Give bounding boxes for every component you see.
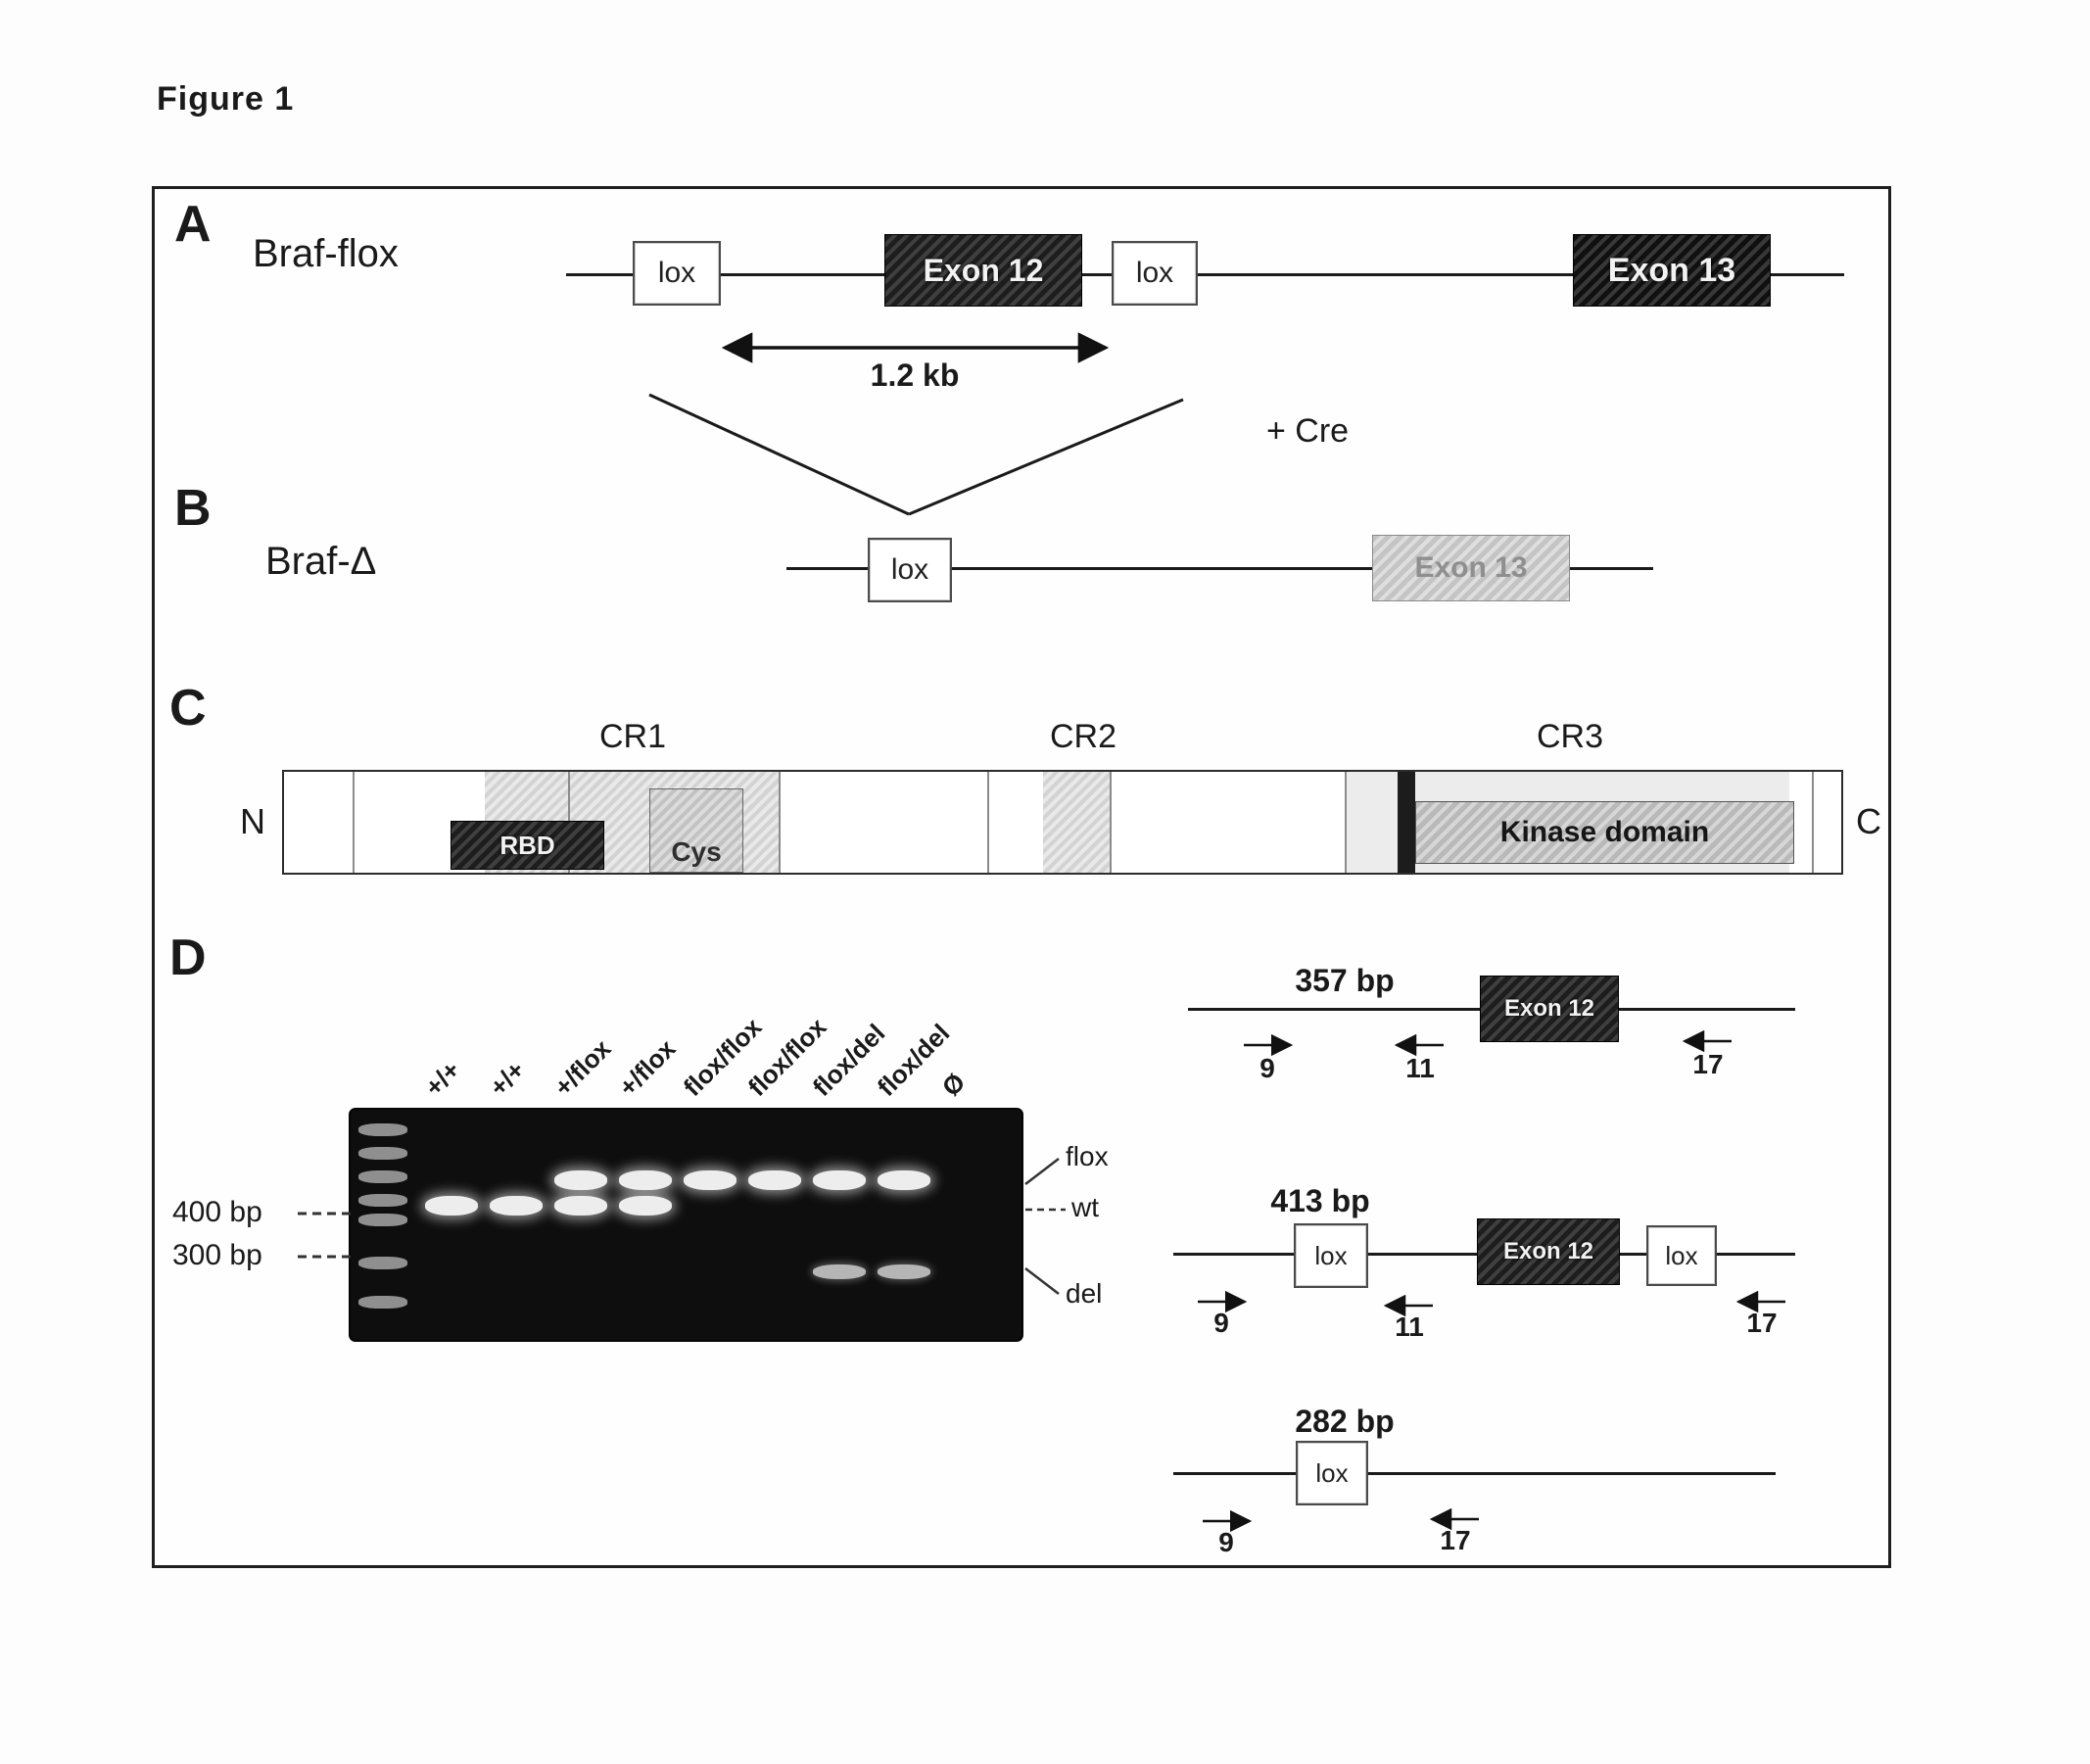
pcr3-size-label: 282 bp <box>1295 1404 1395 1439</box>
gene-line-a <box>566 273 1844 276</box>
cr3-dark-stripe <box>1398 772 1415 873</box>
primer-9-label: 9 <box>1259 1053 1275 1083</box>
pcr2-exon-box: Exon 12 <box>1477 1218 1620 1285</box>
cr2-label: CR2 <box>1049 718 1117 755</box>
panel-a-label: A <box>174 196 212 253</box>
flox-pointer-line <box>1024 1158 1060 1185</box>
ladder-band <box>358 1194 407 1207</box>
ladder-band <box>358 1123 407 1136</box>
figure-title: Figure 1 <box>157 80 295 118</box>
rbd-domain: RBD <box>451 821 604 870</box>
segment-divider <box>1812 772 1814 873</box>
primer-9-label: 9 <box>1218 1527 1234 1557</box>
gel-band-wt <box>490 1196 543 1216</box>
pcr1-size-label: 357 bp <box>1295 963 1395 998</box>
gel-band-flox <box>813 1170 866 1190</box>
cr1-label: CR1 <box>598 718 667 755</box>
lox-site-right: lox <box>1112 241 1198 306</box>
gel-lane-label: +/+ <box>418 1055 466 1102</box>
segment-divider <box>779 772 781 873</box>
gel-lane-label: +/+ <box>483 1055 531 1102</box>
cr3-label: CR3 <box>1536 718 1604 755</box>
ladder-band <box>358 1214 407 1226</box>
gel-band-del <box>813 1264 866 1279</box>
cre-excision-line-left <box>648 393 910 516</box>
panel-d-label: D <box>169 930 207 986</box>
n-terminus-label: N <box>240 801 265 841</box>
braf-flox-name: Braf-flox <box>253 232 399 275</box>
primer-11-label: 11 <box>1395 1311 1424 1342</box>
del-band-label: del <box>1066 1278 1103 1309</box>
segment-divider <box>987 772 989 873</box>
ladder-band <box>358 1257 407 1269</box>
gel-band-wt <box>425 1196 478 1216</box>
gel-lane-label: flox/del <box>871 1018 956 1102</box>
kinase-domain: Kinase domain <box>1415 801 1794 864</box>
gel-band-flox <box>748 1170 801 1190</box>
primer-17-label: 17 <box>1440 1525 1471 1555</box>
ladder-band <box>358 1147 407 1160</box>
primer-11-label: 11 <box>1405 1053 1435 1083</box>
gel-band-flox <box>684 1170 736 1190</box>
primer-9-label: 9 <box>1213 1308 1229 1338</box>
lox-site-left: lox <box>633 241 721 306</box>
primer-17-label: 17 <box>1746 1308 1778 1338</box>
exon12-box: Exon 12 <box>884 234 1082 307</box>
gel-lane-label: +/flox <box>547 1033 617 1102</box>
figure-box: A Braf-flox lox Exon 12 lox Exon 13 1.2 … <box>152 186 1891 1568</box>
flox-band-label: flox <box>1066 1141 1109 1171</box>
wt-band-label: wt <box>1071 1192 1099 1222</box>
ladder-band <box>358 1296 407 1309</box>
cre-excision-line-right <box>908 398 1184 516</box>
gel-band-flox <box>619 1170 672 1190</box>
segment-divider <box>1345 772 1347 873</box>
pcr1-exon-box: Exon 12 <box>1480 976 1619 1042</box>
braf-delta-name: Braf-Δ <box>265 540 377 583</box>
panel-b-label: B <box>174 480 212 537</box>
pcr2-lox-right: lox <box>1646 1225 1717 1286</box>
pcr2-lox-left: lox <box>1294 1223 1368 1288</box>
size-marker-300: 300 bp <box>172 1239 262 1271</box>
connector-overlay <box>298 332 1785 1533</box>
exon13-box-a: Exon 13 <box>1573 234 1771 307</box>
segment-divider <box>1110 772 1112 873</box>
c-terminus-label: C <box>1856 801 1881 841</box>
distance-label: 1.2 kb <box>870 358 960 393</box>
segment-divider <box>353 772 355 873</box>
gel-band-flox <box>554 1170 607 1190</box>
pcr3-lox-box: lox <box>1296 1441 1368 1505</box>
gel-band-del <box>878 1264 930 1279</box>
cys-domain: Cys <box>649 788 743 873</box>
cr2-region <box>1043 772 1110 873</box>
pcr3-line <box>1173 1472 1776 1475</box>
ladder-band <box>358 1170 407 1183</box>
del-pointer-line <box>1024 1267 1060 1295</box>
primer-17-label: 17 <box>1692 1049 1724 1079</box>
lox-site-b: lox <box>868 538 952 602</box>
cre-label: + Cre <box>1266 412 1350 450</box>
exon13-box-b: Exon 13 <box>1372 535 1570 601</box>
gel-lane-label: Ø <box>935 1067 972 1102</box>
gene-line-b <box>786 567 1653 570</box>
gel <box>351 1110 1021 1340</box>
gel-band-wt <box>619 1196 672 1216</box>
protein-bar: RBD Cys Kinase domain <box>282 770 1843 875</box>
gel-band-wt <box>554 1196 607 1216</box>
gel-band-flox <box>878 1170 930 1190</box>
size-marker-400: 400 bp <box>172 1196 262 1228</box>
panel-c-label: C <box>169 680 207 737</box>
gel-lane-label: +/flox <box>612 1033 682 1102</box>
pcr2-size-label: 413 bp <box>1270 1183 1370 1218</box>
